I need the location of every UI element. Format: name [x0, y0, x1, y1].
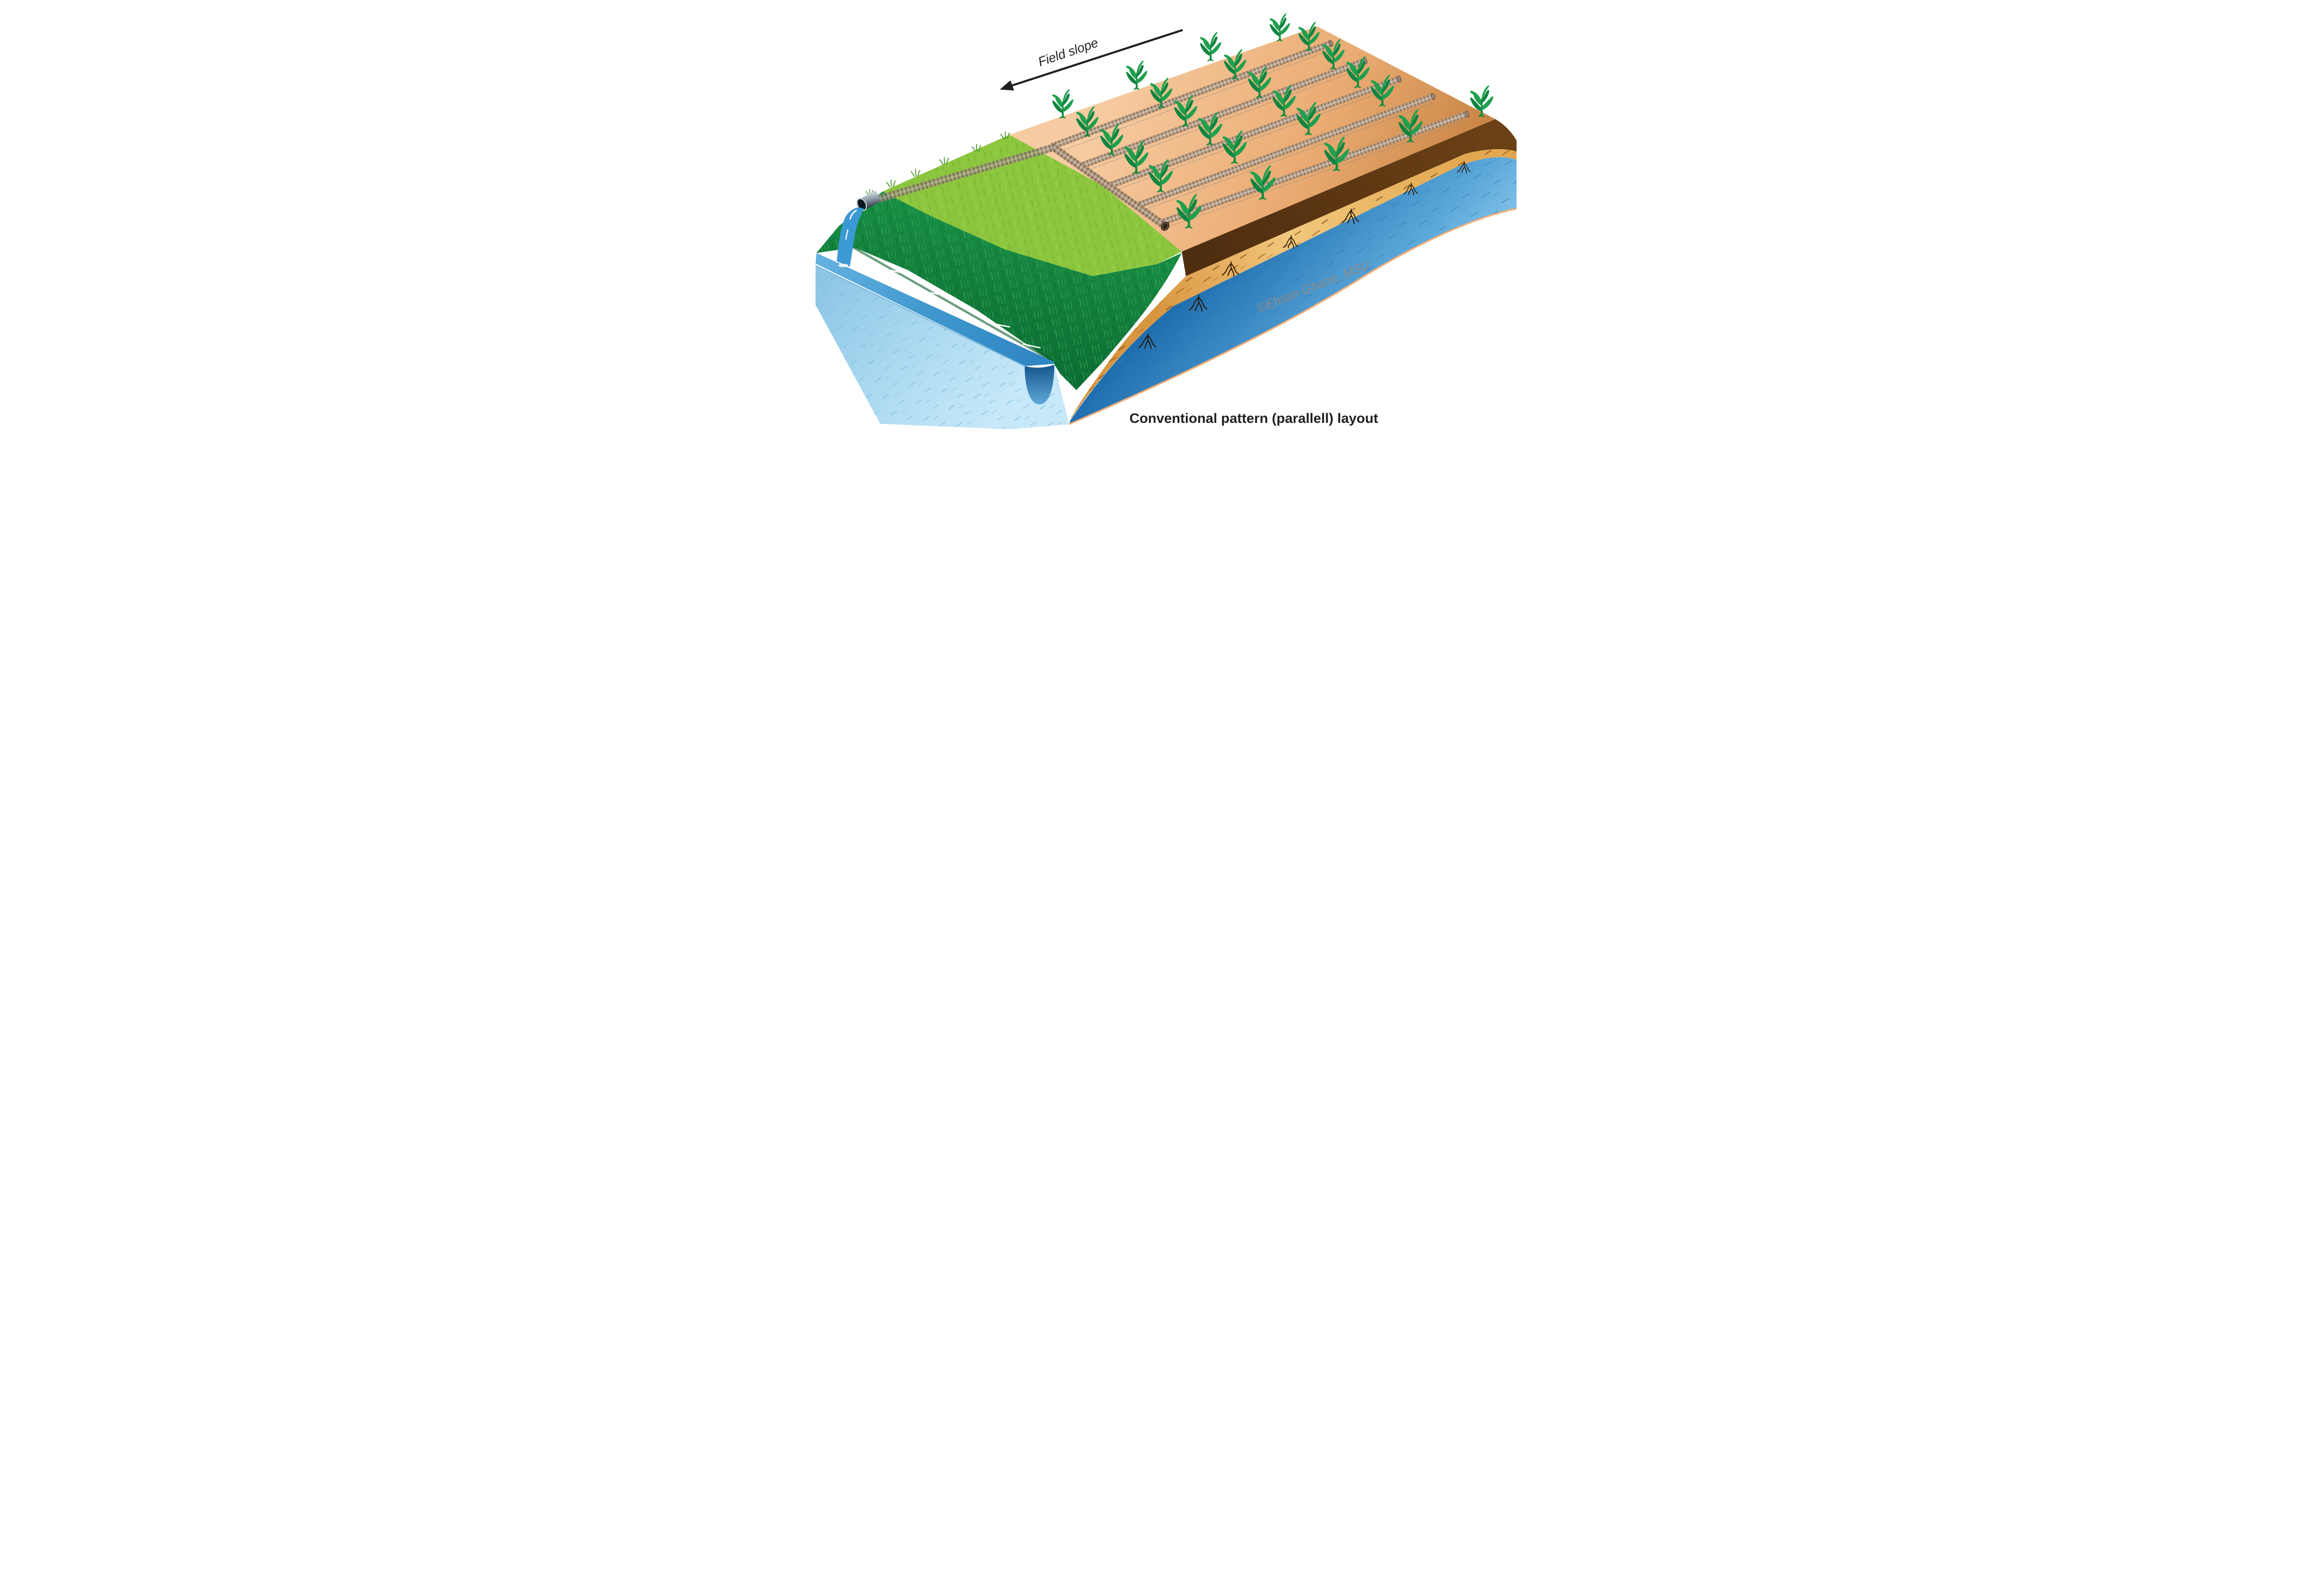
lateral-pipe: [1051, 40, 1333, 150]
grass-bank-slope: [816, 192, 1182, 390]
lateral-pipe: [1135, 93, 1435, 209]
caption: Conventional pattern (parallell) layout: [1130, 411, 1378, 426]
field-slope-arrowhead: [1000, 80, 1014, 90]
stream-highlights: [845, 210, 857, 240]
subsoil-strip: [1182, 119, 1517, 276]
main-pipe-grass: [872, 144, 1055, 204]
drainage-diagram: Field slope ©Ehsan Ghane, MSU Convention…: [792, 0, 1517, 456]
outlet-mouth: [856, 198, 867, 211]
cross-section-face: [815, 265, 1069, 429]
outlet-assembly: [837, 190, 881, 267]
outlet-water-stream: [837, 207, 864, 267]
ditch-water-surface-large: [1069, 157, 1517, 425]
channel-cross-section: [1025, 365, 1054, 404]
lateral-pipe: [1107, 75, 1402, 189]
field-slope-annotation: Field slope: [1000, 29, 1183, 90]
water-highlights: [884, 268, 1041, 349]
grass-buffer-strip: [865, 132, 1182, 276]
field-slope-label: Field slope: [1036, 35, 1100, 69]
field-slope-arrow-shaft: [1010, 29, 1183, 87]
ditch-water-surface-small: [816, 253, 1055, 366]
main-pipe-field: [1050, 143, 1170, 231]
shoreline-edge: [1069, 208, 1517, 425]
drainage-pipe-network: [872, 40, 1469, 231]
